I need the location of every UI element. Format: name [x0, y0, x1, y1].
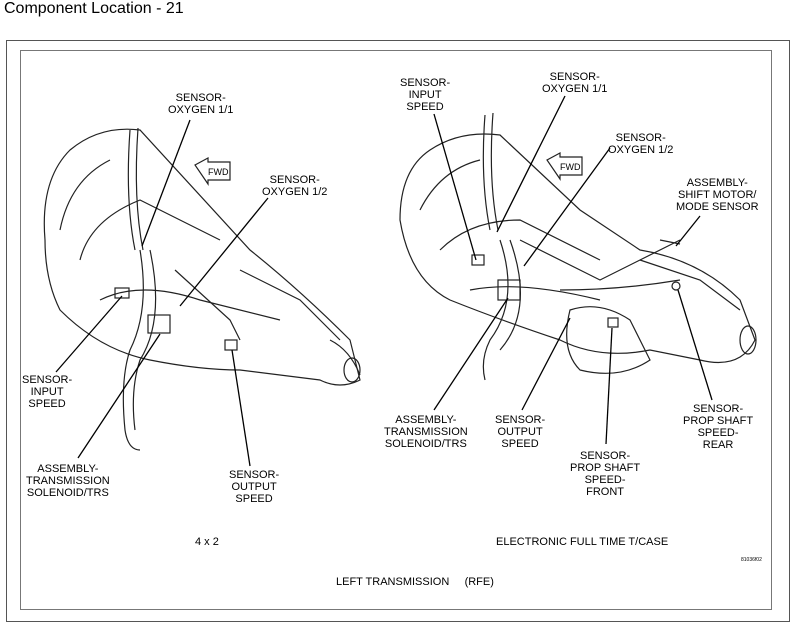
caption-left-transmission: LEFT TRANSMISSION (RFE)	[336, 576, 494, 588]
left-fwd-arrow	[194, 156, 231, 186]
leader-right-solenoid	[433, 297, 509, 411]
label-right-input-speed: SENSOR- INPUT SPEED	[400, 77, 451, 113]
leader-left-oxygen-1-1	[141, 119, 191, 247]
right-fwd-arrow	[546, 151, 583, 181]
label-right-oxygen-1-2: SENSOR- OXYGEN 1/2	[608, 132, 674, 156]
right-transmission-drawing	[399, 112, 757, 381]
leader-right-output-speed	[521, 317, 571, 411]
leader-right-prop-front	[605, 327, 613, 445]
right-fwd-text: FWD	[560, 162, 581, 172]
left-fwd-text: FWD	[208, 167, 229, 177]
label-left-output-speed: SENSOR- OUTPUT SPEED	[229, 469, 280, 505]
leader-right-oxygen-1-2	[523, 147, 611, 267]
leader-left-output-speed	[231, 349, 251, 467]
figure-outer-frame	[6, 40, 790, 622]
caption-4x2: 4 x 2	[195, 536, 219, 548]
label-right-prop-front: SENSOR- PROP SHAFT SPEED- FRONT	[570, 450, 641, 498]
leader-left-oxygen-1-2	[179, 197, 269, 307]
left-transmission-drawing	[43, 127, 361, 451]
label-right-oxygen-1-1: SENSOR- OXYGEN 1/1	[542, 71, 608, 95]
caption-full-time-tcase: ELECTRONIC FULL TIME T/CASE	[496, 536, 669, 548]
leader-right-shift-motor	[675, 215, 701, 247]
leader-left-input-speed	[55, 295, 123, 373]
leader-left-solenoid	[77, 333, 161, 459]
label-right-prop-rear: SENSOR- PROP SHAFT SPEED- REAR	[683, 403, 754, 451]
label-right-shift-motor: ASSEMBLY- SHIFT MOTOR/ MODE SENSOR	[676, 177, 759, 213]
label-left-solenoid: ASSEMBLY- TRANSMISSION SOLENOID/TRS	[26, 463, 110, 499]
leader-right-prop-rear	[677, 289, 713, 401]
label-right-solenoid: ASSEMBLY- TRANSMISSION SOLENOID/TRS	[384, 414, 468, 450]
page-title: Component Location - 21	[4, 0, 184, 17]
leader-lines	[55, 95, 713, 467]
figure-code: 81036f02	[741, 557, 762, 563]
leader-right-oxygen-1-1	[496, 95, 566, 233]
label-right-output-speed: SENSOR- OUTPUT SPEED	[495, 414, 546, 450]
label-left-input-speed: SENSOR- INPUT SPEED	[22, 374, 73, 410]
figure-inner-frame	[20, 50, 772, 610]
leader-right-input-speed	[433, 113, 477, 261]
label-left-oxygen-1-2: SENSOR- OXYGEN 1/2	[262, 174, 328, 198]
label-left-oxygen-1-1: SENSOR- OXYGEN 1/1	[168, 92, 234, 116]
